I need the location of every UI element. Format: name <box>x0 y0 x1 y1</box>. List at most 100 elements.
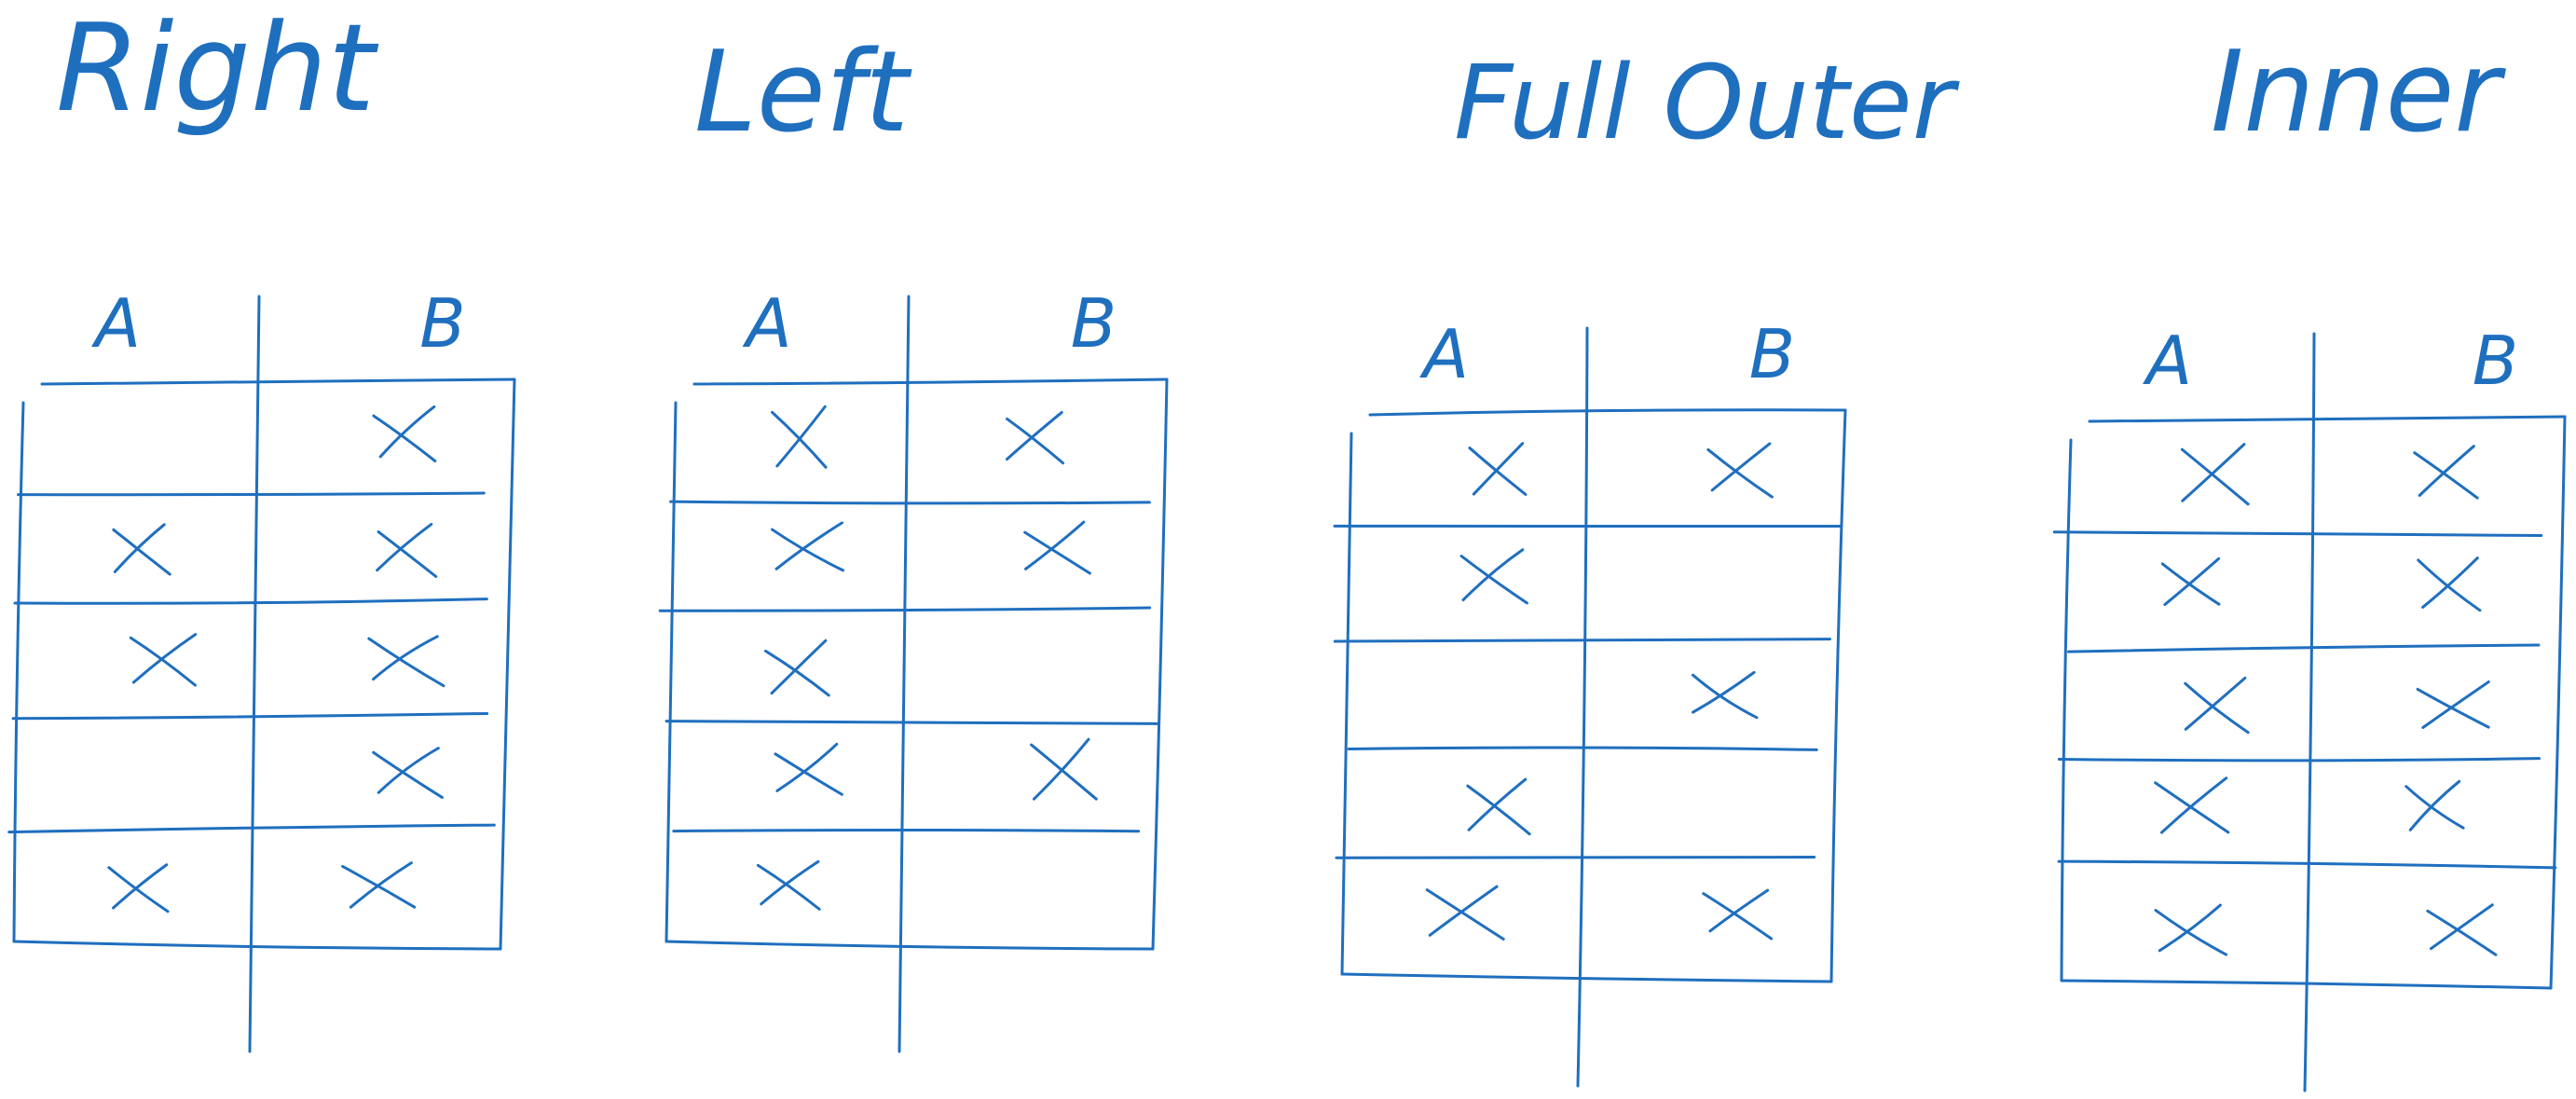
table-bottom-border <box>1340 972 1833 983</box>
x-stroke <box>2181 443 2246 502</box>
row-4-col-1-mark <box>341 861 417 909</box>
row-0-col-0-mark <box>1468 442 1528 496</box>
column-divider <box>897 295 911 1053</box>
column-header: A <box>742 284 791 363</box>
x-stroke <box>2421 556 2479 609</box>
table-right-border <box>499 378 516 951</box>
row-1-col-1-mark <box>1023 520 1091 575</box>
x-stroke <box>2405 785 2465 830</box>
table-left-border <box>665 401 678 943</box>
x-stroke <box>1032 737 1090 801</box>
x-stroke <box>376 522 433 572</box>
x-stroke <box>760 859 820 906</box>
x-stroke <box>112 528 171 576</box>
table-left-border <box>12 401 25 943</box>
row-3-col-1-mark <box>372 747 444 799</box>
table-top-line <box>2088 415 2567 423</box>
x-stroke <box>774 752 843 796</box>
x-stroke <box>2430 903 2494 951</box>
x-stroke <box>1467 777 1528 831</box>
x-stroke <box>131 633 198 684</box>
row-separator <box>658 606 1152 612</box>
x-stroke <box>1692 670 1756 714</box>
x-stroke <box>1710 442 1772 492</box>
x-stroke <box>1466 784 1531 836</box>
x-stroke <box>2426 909 2498 956</box>
table-top-line <box>40 378 516 386</box>
x-stroke <box>1023 530 1091 575</box>
x-stroke <box>756 863 821 911</box>
x-stroke <box>378 405 436 459</box>
row-3-col-1-mark <box>1030 737 1098 801</box>
x-stroke <box>367 637 445 688</box>
x-stroke <box>107 866 170 914</box>
table-right-border <box>2549 415 2567 990</box>
row-0-col-0-mark <box>2180 443 2250 506</box>
column-header: A <box>91 284 141 363</box>
x-stroke <box>1472 442 1525 496</box>
row-1-col-0-mark <box>112 523 171 576</box>
row-2-col-1-mark <box>2416 680 2490 729</box>
x-stroke <box>2158 903 2222 953</box>
row-separator <box>665 720 1160 725</box>
row-3-col-0-mark <box>774 742 843 796</box>
x-stroke <box>764 649 830 697</box>
column-header: B <box>1071 284 1117 363</box>
row-separator <box>17 491 486 497</box>
diagram-title: Right <box>56 0 378 139</box>
x-stroke <box>2418 445 2475 497</box>
column-divider <box>2303 332 2316 1092</box>
row-4-col-0-mark <box>756 859 821 911</box>
x-stroke <box>1024 520 1086 570</box>
row-4-col-0-mark <box>107 863 170 914</box>
row-2-col-1-mark <box>367 635 445 688</box>
x-stroke <box>2154 909 2228 956</box>
x-stroke <box>1459 555 1528 605</box>
row-3-col-0-mark <box>1466 777 1531 836</box>
table-top-line <box>692 378 1169 386</box>
row-2-col-0-mark <box>2184 676 2250 735</box>
row-3-col-0-mark <box>2154 776 2230 834</box>
x-stroke <box>2184 681 2250 735</box>
x-stroke <box>1425 888 1505 941</box>
row-separator <box>2057 757 2541 762</box>
x-stroke <box>2159 776 2228 834</box>
x-stroke <box>377 530 438 578</box>
row-separator <box>1347 746 1818 751</box>
x-stroke <box>774 521 844 570</box>
column-divider <box>248 295 261 1053</box>
row-1-col-0-mark <box>2160 556 2221 607</box>
x-stroke <box>1005 410 1063 461</box>
row-separator <box>1333 638 1831 643</box>
row-separator <box>2057 859 2557 870</box>
table-top-line <box>1368 408 1847 417</box>
row-separator <box>669 500 1151 505</box>
x-stroke <box>1702 892 1774 941</box>
x-stroke <box>349 861 413 909</box>
x-stroke <box>2184 676 2247 731</box>
row-separator <box>7 823 496 834</box>
x-stroke <box>2413 451 2479 500</box>
column-header: B <box>1749 315 1795 393</box>
x-stroke <box>1006 417 1065 465</box>
row-separator <box>1335 856 1816 859</box>
table-right-border <box>1829 408 1847 983</box>
x-stroke <box>1428 885 1499 937</box>
row-4-col-0-mark <box>1425 885 1505 941</box>
x-stroke <box>372 635 439 681</box>
table-left-border <box>1340 432 1353 976</box>
row-0-col-1-mark <box>1005 410 1065 465</box>
x-stroke <box>2180 447 2250 506</box>
x-stroke <box>775 742 839 792</box>
x-stroke <box>1691 673 1759 720</box>
column-header: B <box>2473 322 2518 400</box>
x-stroke <box>775 405 827 468</box>
x-stroke <box>2408 779 2461 831</box>
x-stroke <box>1706 447 1774 499</box>
column-header: A <box>2143 322 2192 400</box>
x-stroke <box>1708 888 1770 933</box>
